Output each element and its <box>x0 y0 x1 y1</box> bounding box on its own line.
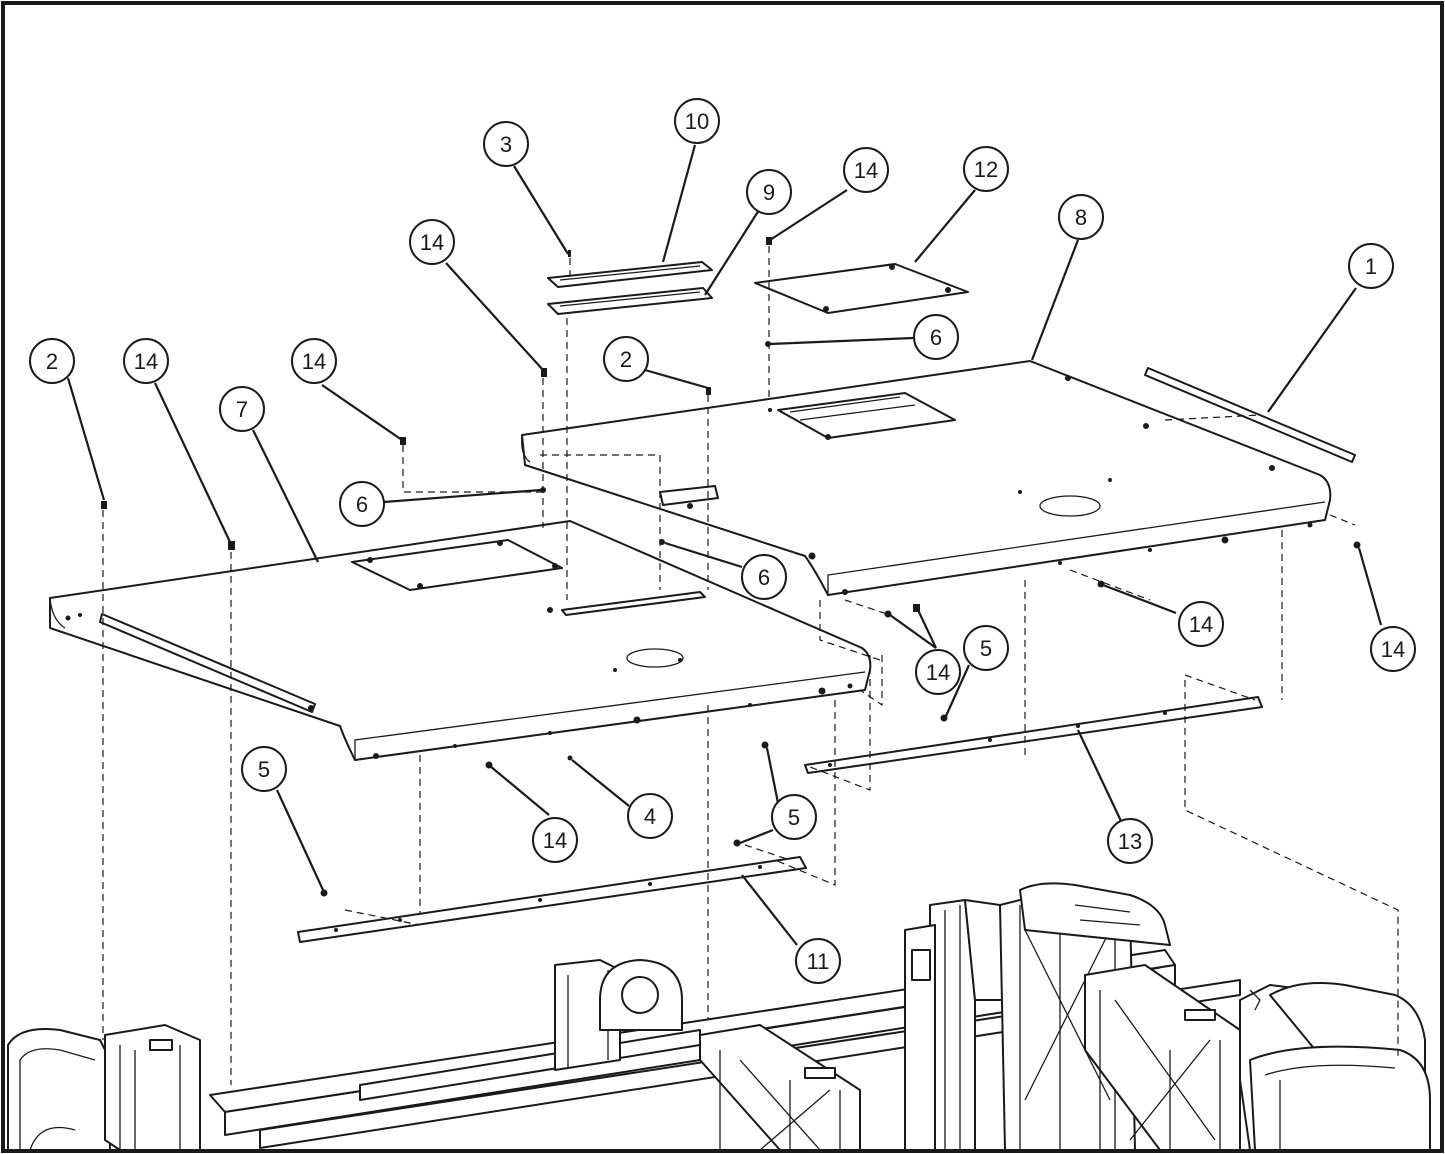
callout-label: 14 <box>1381 637 1405 662</box>
callout-14: 14 <box>915 649 961 695</box>
right-roof-panel <box>521 360 1332 596</box>
callout-label: 14 <box>420 230 444 255</box>
callout-label: 13 <box>1118 829 1142 854</box>
callout-6: 6 <box>339 481 385 527</box>
callout-14: 14 <box>1178 601 1224 647</box>
callout-14: 14 <box>123 338 169 384</box>
callout-label: 5 <box>980 636 992 661</box>
part-13-rail <box>804 696 1263 774</box>
callout-5: 5 <box>963 625 1009 671</box>
callout-label: 10 <box>685 109 709 134</box>
callout-13: 13 <box>1107 818 1153 864</box>
callout-label: 14 <box>1189 612 1213 637</box>
callout-8: 8 <box>1058 194 1104 240</box>
callout-14: 14 <box>843 147 889 193</box>
callout-2: 2 <box>603 336 649 382</box>
callout-5: 5 <box>771 794 817 840</box>
callout-label: 14 <box>134 349 158 374</box>
callout-label: 9 <box>763 180 775 205</box>
callout-label: 5 <box>258 757 270 782</box>
part-12-cover <box>754 263 969 314</box>
callout-9: 9 <box>746 169 792 215</box>
callout-5: 5 <box>241 746 287 792</box>
callout-label: 2 <box>46 349 58 374</box>
callout-label: 5 <box>788 805 800 830</box>
callout-12: 12 <box>963 146 1009 192</box>
assembly-lines <box>102 246 1399 1085</box>
callout-10: 10 <box>674 98 720 144</box>
part-10-bracket <box>547 261 713 288</box>
callout-label: 8 <box>1075 205 1087 230</box>
callout-14: 14 <box>532 817 578 863</box>
callout-label: 11 <box>807 949 830 974</box>
callout-label: 7 <box>236 397 248 422</box>
callout-label: 14 <box>854 158 878 183</box>
callout-7: 7 <box>219 386 265 432</box>
callout-label: 6 <box>356 492 368 517</box>
callout-14: 14 <box>409 219 455 265</box>
callout-4: 4 <box>627 793 673 839</box>
callout-label: 3 <box>500 132 512 157</box>
callout-14: 14 <box>1370 626 1416 672</box>
callout-label: 2 <box>620 347 632 372</box>
left-roof-panel <box>49 520 872 761</box>
callout-6: 6 <box>741 554 787 600</box>
part-11-rail <box>297 856 807 943</box>
callout-1: 1 <box>1348 243 1394 289</box>
callout-label: 14 <box>543 828 567 853</box>
callout-label: 6 <box>758 565 770 590</box>
callout-label: 4 <box>644 804 656 829</box>
callout-3: 3 <box>483 121 529 167</box>
callout-11: 11 <box>795 938 841 984</box>
callout-label: 1 <box>1365 254 1377 279</box>
frame-assembly <box>7 882 1431 1151</box>
callout-14: 14 <box>291 338 337 384</box>
callout-2: 2 <box>29 338 75 384</box>
callout-6: 6 <box>913 314 959 360</box>
part-9-bracket <box>547 287 713 315</box>
callout-label: 6 <box>930 325 942 350</box>
leader-lines <box>66 144 1383 946</box>
callout-label: 14 <box>926 660 950 685</box>
callout-label: 12 <box>974 157 998 182</box>
callout-label: 14 <box>302 349 326 374</box>
